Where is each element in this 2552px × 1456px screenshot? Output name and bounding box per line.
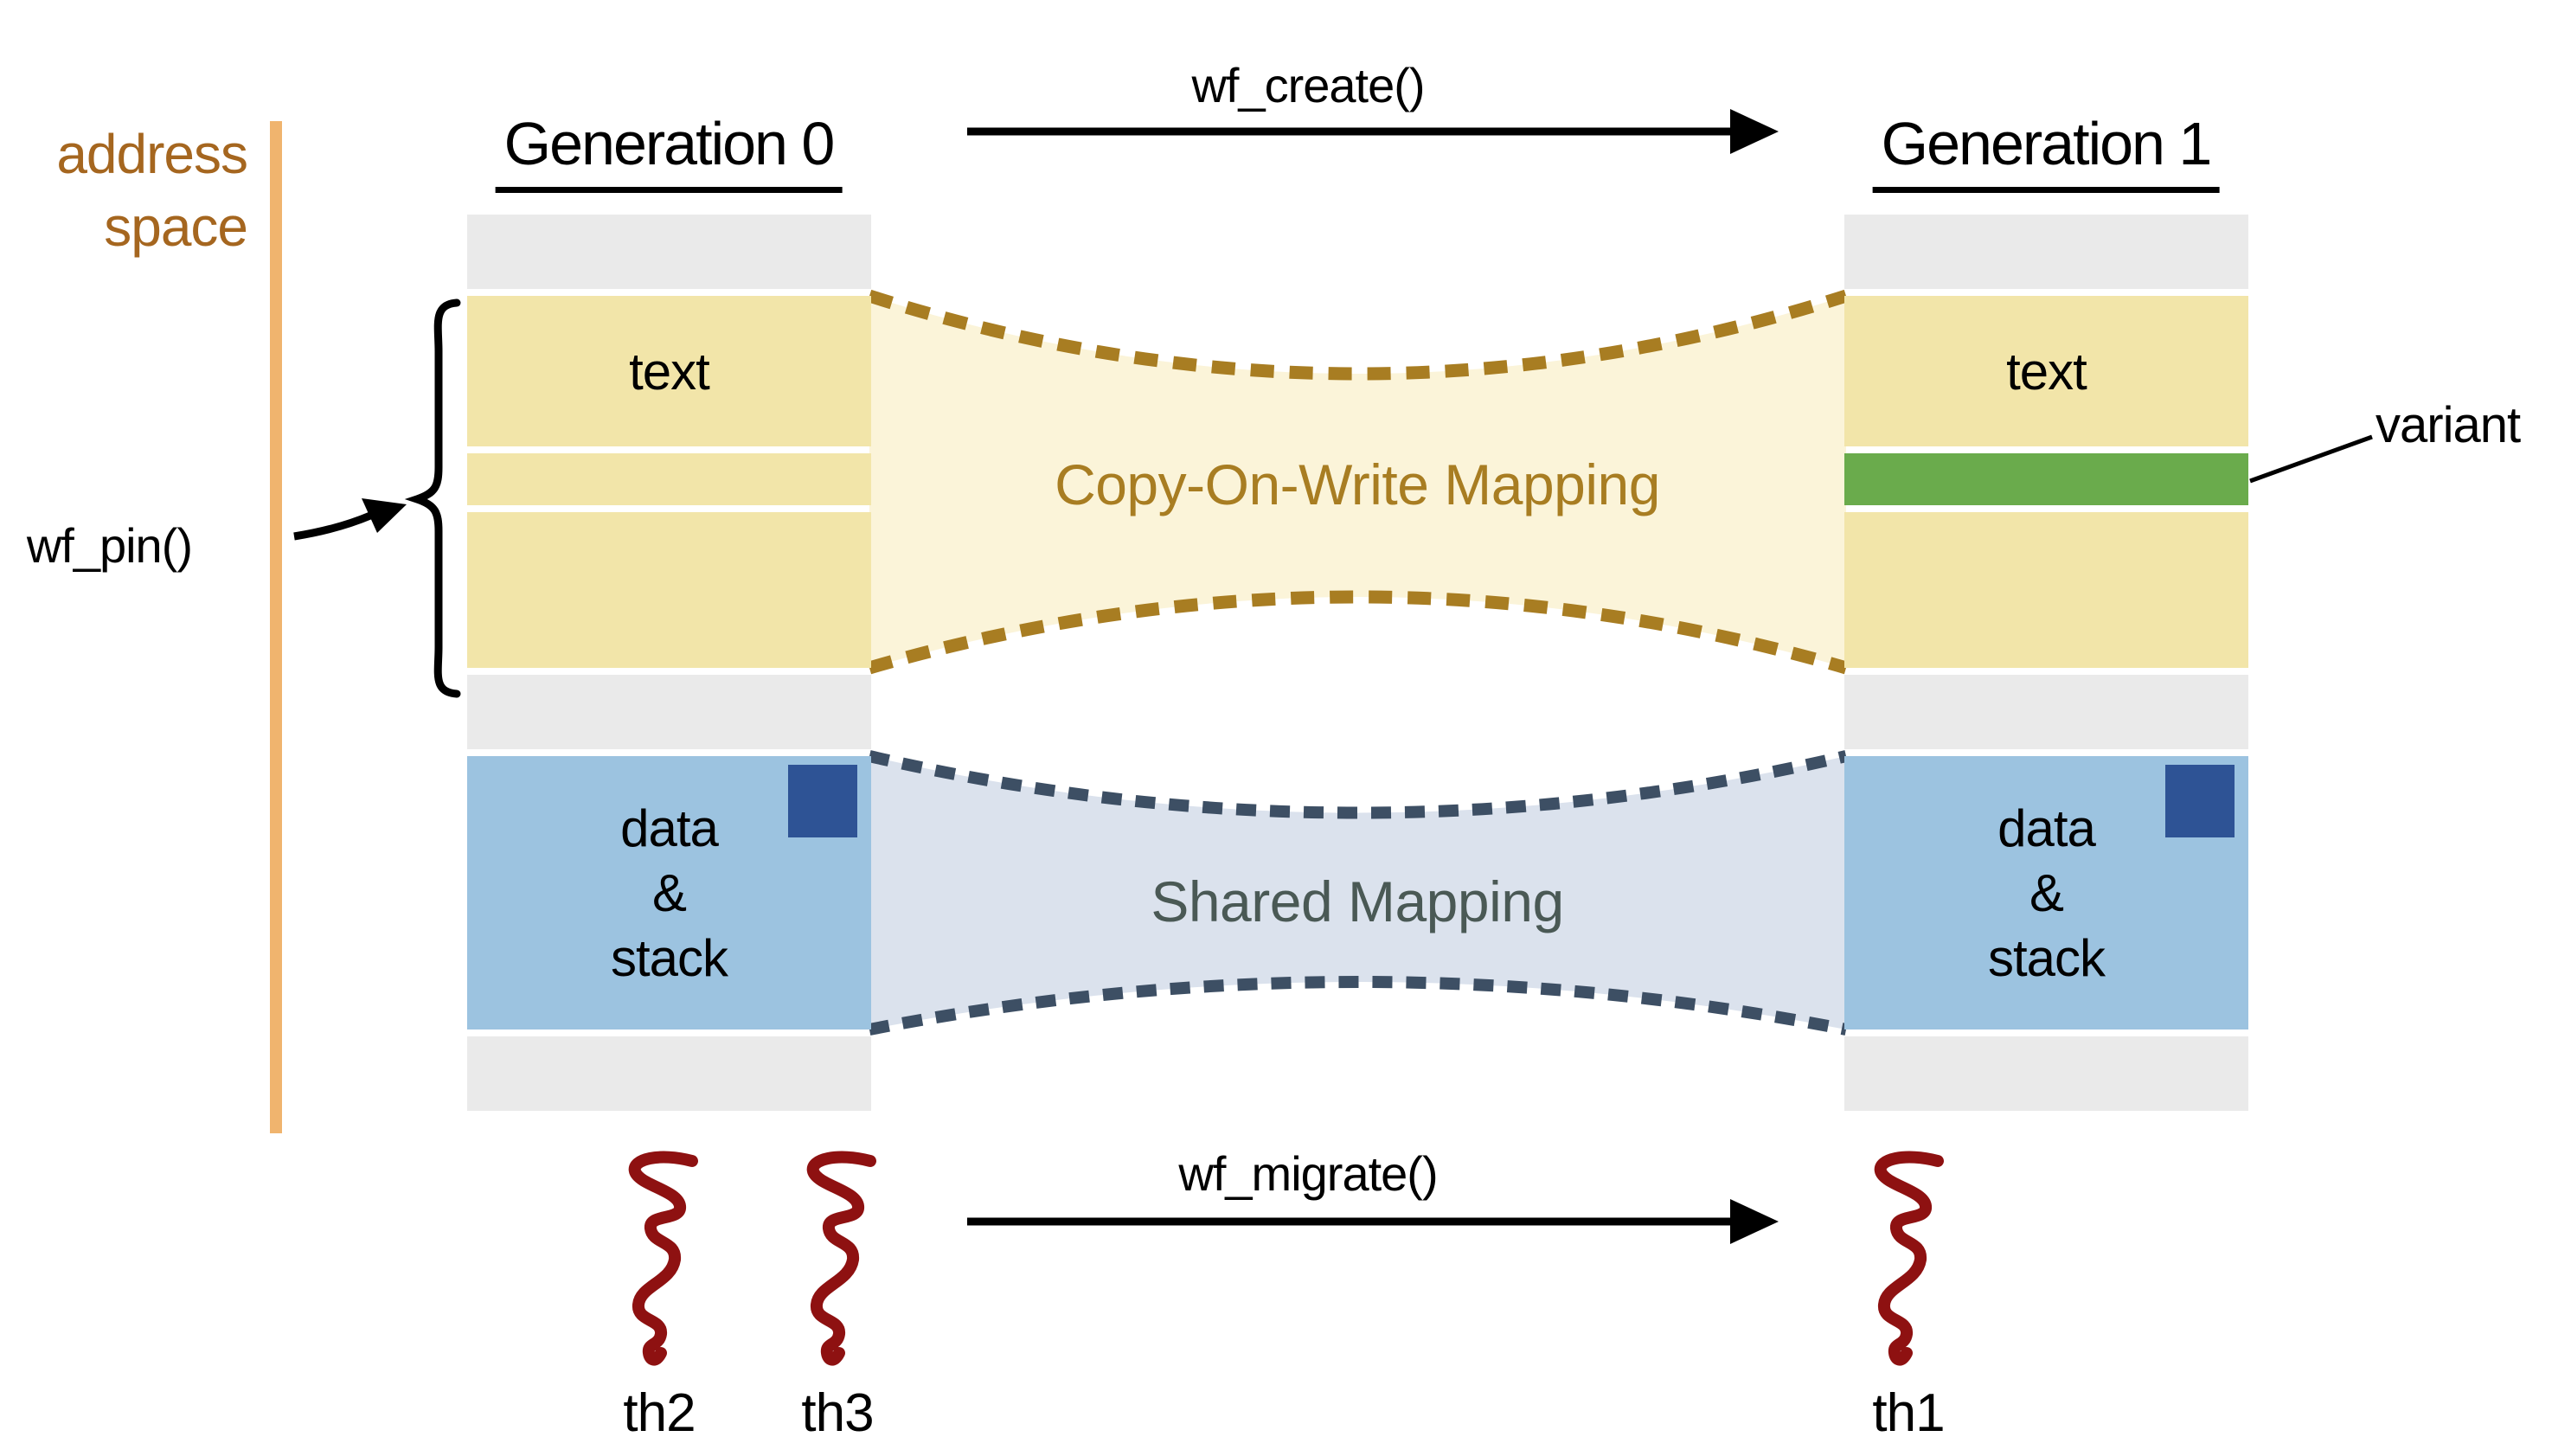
gen0-segment-yellow-lower [467, 512, 871, 668]
thread-label-th1: th1 [1872, 1383, 1945, 1443]
address-space-axis-line [270, 121, 282, 1133]
wf-create-arrow [967, 109, 1779, 154]
gen1-data-stack-label: data & stack [1987, 799, 2106, 987]
generation0-title: Generation 0 [495, 109, 843, 193]
gen1-segment-variant-band [1844, 453, 2248, 505]
generation1-column: text data & stack [1844, 0, 2248, 1456]
cow-mapping-top-dashed-curve [867, 289, 1849, 381]
wf-create-label: wf_create() [1191, 58, 1425, 112]
gen0-data-stack-label: data & stack [610, 799, 728, 987]
address-space-label: address space [35, 118, 248, 263]
gen1-segment-data-stack: data & stack [1844, 756, 2248, 1029]
wf-pin-arrow [293, 498, 407, 541]
address-space-line1: address [56, 123, 248, 185]
gen1-segment-gray-top [1844, 215, 2248, 289]
gen0-segment-gray-top [467, 215, 871, 289]
gen1-text-label: text [2006, 342, 2087, 401]
pin-region-brace [404, 298, 461, 698]
gen1-segment-gray-middle [1844, 675, 2248, 749]
gen1-segment-gray-bottom [1844, 1036, 2248, 1111]
gen1-segment-text: text [1844, 296, 2248, 446]
gen0-segment-gray-bottom [467, 1036, 871, 1111]
wf-migrate-label: wf_migrate() [1178, 1146, 1438, 1201]
gen0-segment-gray-middle [467, 675, 871, 749]
thread-label-th3: th3 [801, 1383, 874, 1443]
variant-leader-line [2249, 434, 2373, 484]
wf-migrate-arrow [967, 1199, 1779, 1244]
gen0-text-label: text [629, 342, 710, 401]
gen0-segment-text: text [467, 296, 871, 446]
generation0-column: text data & stack [467, 0, 871, 1456]
gen0-segment-yellow-band [467, 453, 871, 505]
address-space-line2: space [104, 196, 248, 258]
gen1-segment-yellow-lower [1844, 512, 2248, 668]
cow-mapping-bottom-dashed-curve [867, 590, 1849, 675]
cow-mapping-label: Copy-On-Write Mapping [1055, 452, 1660, 516]
gen1-thread-state-square [2165, 765, 2235, 837]
shared-mapping-bottom-dashed-curve [868, 976, 1848, 1036]
generation1-title: Generation 1 [1872, 109, 2220, 193]
thread-label-th2: th2 [623, 1383, 696, 1443]
shared-mapping-top-dashed-curve [868, 750, 1848, 819]
shared-mapping-label: Shared Mapping [1151, 869, 1564, 933]
variant-label: variant [2376, 397, 2521, 453]
wf-pin-label: wf_pin() [26, 518, 193, 573]
gen0-thread-state-square [788, 765, 857, 837]
gen0-segment-data-stack: data & stack [467, 756, 871, 1029]
